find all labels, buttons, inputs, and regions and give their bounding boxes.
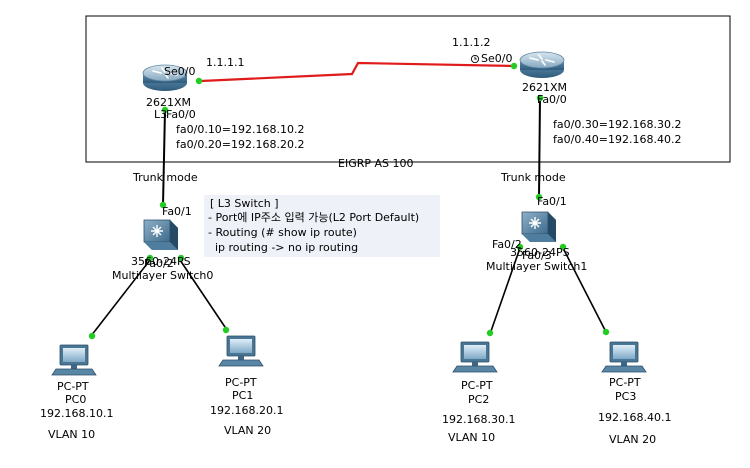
- pc-2[interactable]: PC-PT PC2 192.168.30.1 VLAN 10: [442, 341, 515, 444]
- switch-1-port-1: Fa0/2: [492, 238, 522, 251]
- pc-1-ip: 192.168.20.1: [210, 404, 283, 417]
- router-0[interactable]: 2621XM L3 Fa0/0 Se0/0 1.1.1.1 fa0/0.10=1…: [142, 56, 305, 151]
- pc-2-vlan: VLAN 10: [448, 431, 495, 444]
- link-s0-pc1: [179, 259, 228, 331]
- link-up-indicators: [88, 62, 610, 340]
- eigrp-area-box: [85, 15, 731, 163]
- pc-3-vlan: VLAN 20: [609, 433, 656, 446]
- router-1[interactable]: 2621XM Fa0/0 Se0/0 1.1.1.2 fa0/0.30=192.…: [452, 36, 682, 146]
- pc-0-ip: 192.168.10.1: [40, 407, 113, 420]
- switch-0-port-1: Fa0/2: [144, 257, 174, 270]
- router-1-model: 2621XM: [522, 81, 567, 94]
- pc-0-type: PC-PT: [57, 380, 89, 393]
- pc-1-vlan: VLAN 20: [224, 424, 271, 437]
- pc-0-name: PC0: [65, 393, 86, 406]
- multilayer-switch-0[interactable]: Fa0/1 3560-24PS Fa0/2 Multilayer Switch0: [112, 205, 213, 282]
- router-1-serial-port: Se0/0: [481, 52, 512, 65]
- pc-icon: [452, 341, 498, 373]
- router-0-subif-2: fa0/0.20=192.168.20.2: [176, 138, 305, 151]
- pc-3[interactable]: PC-PT PC3 192.168.40.1 VLAN 20: [598, 341, 671, 446]
- switch-icon: [521, 211, 557, 243]
- note-line-2: - Port에 IP주소 입력 가능(L2 Port Default): [208, 211, 419, 224]
- switch-0-name: Multilayer Switch0: [112, 269, 213, 282]
- trunk-label-left: Trunk mode: [132, 171, 198, 184]
- clock-icon: [470, 54, 480, 64]
- trunk-link-right: [538, 96, 541, 198]
- router-1-serial-ip: 1.1.1.2: [452, 36, 490, 49]
- pc-icon: [601, 341, 647, 373]
- switch-1-name: Multilayer Switch1: [486, 260, 587, 273]
- pc-3-ip: 192.168.40.1: [598, 411, 671, 424]
- note-background: [204, 195, 440, 257]
- pc-0[interactable]: PC-PT PC0 192.168.10.1 VLAN 10: [40, 344, 113, 441]
- pc-0-vlan: VLAN 10: [48, 428, 95, 441]
- link-s1-pc2: [489, 247, 521, 335]
- router-icon: [519, 51, 565, 79]
- switch-0-model: 3560-24PS: [131, 255, 191, 268]
- pc-icon: [218, 335, 264, 367]
- pc-2-ip: 192.168.30.1: [442, 413, 515, 426]
- trunk-link-left: [162, 109, 166, 206]
- switch-icon: [143, 219, 179, 251]
- pc-2-type: PC-PT: [461, 379, 493, 392]
- pc-1[interactable]: PC-PT PC1 192.168.20.1 VLAN 20: [210, 335, 283, 437]
- switch-1-port-2: Fa0/3: [522, 249, 552, 262]
- note-line-1: [ L3 Switch ]: [210, 197, 279, 210]
- pc-icon: [51, 344, 97, 376]
- router-0-fa-port: Fa0/0: [166, 108, 196, 121]
- router-0-model: 2621XM: [146, 96, 191, 109]
- router-0-name: L3: [154, 108, 167, 121]
- pc-3-name: PC3: [615, 390, 636, 403]
- pc-1-name: PC1: [232, 389, 253, 402]
- link-s0-pc0: [90, 259, 151, 337]
- router-0-subif-1: fa0/0.10=192.168.10.2: [176, 123, 305, 136]
- note-line-4: ip routing -> no ip routing: [208, 241, 358, 254]
- switch-1-up-port: Fa0/1: [537, 195, 567, 208]
- router-0-serial-port: Se0/0: [164, 65, 195, 78]
- l3-switch-note: [ L3 Switch ] - Port에 IP주소 입력 가능(L2 Port…: [204, 195, 440, 257]
- pc-1-type: PC-PT: [225, 376, 257, 389]
- trunk-label-right: Trunk mode: [500, 171, 566, 184]
- pc-2-name: PC2: [468, 393, 489, 406]
- serial-link: [200, 61, 516, 83]
- pc-3-type: PC-PT: [609, 376, 641, 389]
- eigrp-area-label: EIGRP AS 100: [338, 157, 414, 170]
- router-1-subif-1: fa0/0.30=192.168.30.2: [553, 118, 682, 131]
- note-line-3: - Routing (# show ip route): [208, 226, 357, 239]
- router-0-serial-ip: 1.1.1.1: [206, 56, 244, 69]
- router-1-subif-2: fa0/0.40=192.168.40.2: [553, 133, 682, 146]
- switch-1-model: 3560-24PS: [510, 246, 570, 259]
- multilayer-switch-1[interactable]: Fa0/1 Fa0/2 3560-24PS Fa0/3 Multilayer S…: [486, 195, 587, 273]
- switch-0-up-port: Fa0/1: [162, 205, 192, 218]
- link-s1-pc3: [562, 247, 607, 333]
- router-1-fa-port: Fa0/0: [537, 93, 567, 106]
